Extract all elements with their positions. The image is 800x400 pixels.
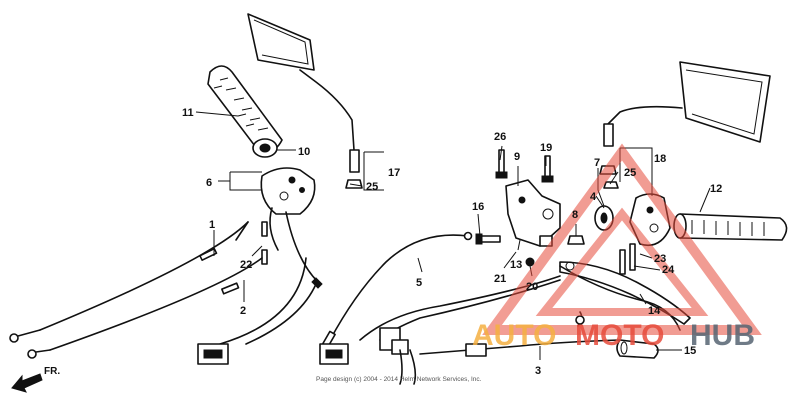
callout-24: 24 [662,264,675,276]
callout-10: 10 [298,146,310,158]
callout-9: 9 [514,151,520,163]
callout-12: 12 [710,183,722,195]
copyright-text: Page design (c) 2004 - 2014 Helm Network… [316,376,482,383]
callout-19: 19 [540,142,552,154]
callout-15: 15 [684,345,696,357]
callout-11: 11 [182,107,194,119]
callout-25-left: 25 [366,181,378,193]
watermark-text-hub: HUB [690,319,755,352]
callout-20: 20 [526,281,538,293]
callout-23: 23 [654,253,666,265]
callout-5: 5 [416,277,422,289]
callout-6: 6 [206,177,212,189]
front-arrow-icon: FR. [11,366,60,393]
watermark-text-moto: MOTO [575,319,664,352]
left-mirror [247,13,363,189]
callout-25-right: 25 [624,167,636,179]
callout-2: 2 [240,305,246,317]
callout-8: 8 [572,209,578,221]
callout-13: 13 [510,259,522,271]
left-grip [207,65,283,158]
callout-1: 1 [209,219,215,231]
callout-4: 4 [590,191,597,203]
throttle-cables [9,221,263,359]
callout-22: 22 [240,259,252,271]
right-grip [673,213,788,241]
callout-7: 7 [594,157,600,169]
clutch-cable [322,231,473,348]
watermark-logo: AUTO MOTO HUB [472,319,755,352]
callout-18: 18 [654,153,666,165]
brake-lever-bracket [505,179,561,247]
switch-connector [616,339,659,359]
front-indicator-label: FR. [44,366,60,377]
callout-16: 16 [472,201,484,213]
callout-26: 26 [494,131,506,143]
callout-21: 21 [494,273,506,285]
right-mirror [599,61,771,175]
watermark-text-auto: AUTO [472,319,556,352]
front-lever [559,261,691,325]
left-switch-housing [260,167,323,289]
callout-14: 14 [648,305,661,317]
watermark-triangle-icon [482,143,762,335]
callout-numbers: 11 10 6 1 22 2 17 25 26 9 19 16 8 13 21 … [182,107,722,377]
callout-17: 17 [388,167,400,179]
callout-3: 3 [535,365,541,377]
